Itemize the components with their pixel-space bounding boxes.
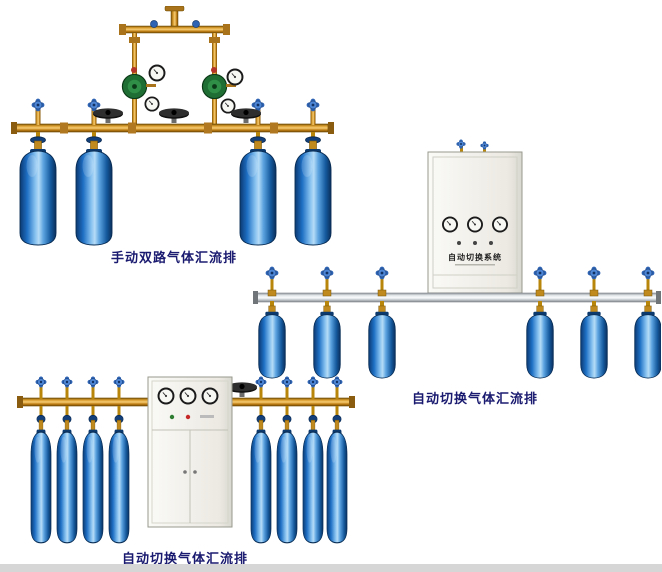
blue-valve-cap	[331, 376, 343, 388]
handwheel-valve	[93, 108, 123, 123]
header-pipe-assembly	[119, 6, 230, 77]
cylinder-group	[258, 301, 661, 379]
gas-cylinder	[634, 305, 661, 379]
illustration-manual-dual-manifold	[11, 6, 334, 246]
manifold-pipe	[11, 122, 334, 134]
gas-cylinder	[526, 305, 554, 379]
blue-valve-cap	[281, 376, 293, 388]
gas-cylinder	[108, 414, 130, 544]
bottom-border	[0, 564, 662, 572]
caption-auto-switch-manifold-b: 自动切换气体汇流排	[121, 552, 248, 567]
gas-cylinder	[56, 414, 78, 544]
pipe-valves	[31, 98, 320, 125]
indicator-light	[185, 414, 191, 420]
gas-cylinder	[75, 136, 113, 246]
blue-valve-cap	[61, 376, 73, 388]
cabinet-label-line	[200, 415, 214, 418]
gas-cylinder	[580, 305, 608, 379]
cylinder-connections	[39, 406, 339, 415]
blue-valve-cap	[320, 266, 334, 280]
indicator-light	[473, 241, 477, 245]
blue-valve-cap	[306, 98, 320, 112]
gas-cylinder	[30, 414, 52, 544]
blue-valve-cap	[265, 266, 279, 280]
illustration-auto-switch-manifold-b	[17, 376, 355, 544]
pressure-gauge	[467, 216, 483, 233]
blue-valve-cap	[307, 376, 319, 388]
blue-valve-cap	[533, 266, 547, 280]
gas-cylinder	[326, 414, 348, 544]
caption-auto-switch-manifold-a: 自动切换气体汇流排	[411, 392, 538, 407]
mini-valve-handle	[150, 20, 158, 28]
blue-valve-cap	[641, 266, 655, 280]
pressure-gauge	[144, 96, 160, 112]
blue-valve-cap	[375, 266, 389, 280]
door-handle	[193, 470, 197, 474]
pipe-valves	[265, 266, 655, 297]
blue-valve-cap	[456, 139, 466, 149]
manifold-pipe	[253, 291, 661, 304]
blue-valve-cap	[113, 376, 125, 388]
blue-valve-cap	[35, 376, 47, 388]
gas-cylinder	[250, 414, 272, 544]
pressure-gauge	[201, 387, 219, 405]
gas-cylinder	[19, 136, 57, 246]
indicator-light	[489, 241, 493, 245]
blue-valve-cap	[255, 376, 267, 388]
control-cabinet	[147, 376, 233, 528]
gas-cylinder	[368, 305, 396, 379]
cabinet-top-fittings	[456, 139, 489, 153]
illustration-auto-switch-manifold-a: 自动切换系统	[253, 139, 661, 379]
pressure-regulator-right	[201, 67, 244, 126]
indicator-light	[457, 241, 461, 245]
pressure-gauge	[442, 216, 458, 233]
blue-valve-cap	[480, 141, 489, 150]
gas-cylinder	[276, 414, 298, 544]
pipe-valves	[35, 376, 343, 399]
indicator-light	[169, 414, 175, 420]
gas-cylinder	[258, 305, 286, 379]
handwheel-valve	[159, 108, 189, 123]
mini-valve-handle	[192, 20, 200, 28]
pressure-gauge	[148, 64, 166, 82]
cabinet-panel-label: 自动切换系统	[448, 252, 502, 262]
door-handle	[183, 470, 187, 474]
blue-valve-cap	[31, 98, 45, 112]
pressure-gauge	[220, 98, 236, 114]
pressure-gauge	[226, 68, 244, 86]
regulator-knob	[211, 67, 217, 73]
control-cabinet: 自动切换系统	[427, 151, 523, 294]
caption-manual-dual-manifold: 手动双路气体汇流排	[110, 251, 237, 266]
regulator-knob	[131, 67, 137, 73]
pressure-gauge	[157, 387, 175, 405]
gas-cylinder	[313, 305, 341, 379]
gas-cylinder	[82, 414, 104, 544]
pressure-gauge	[492, 216, 508, 233]
gas-cylinder	[302, 414, 324, 544]
pressure-regulator-left	[121, 64, 166, 126]
blue-valve-cap	[87, 376, 99, 388]
pressure-gauge	[179, 387, 197, 405]
cabinet-panel-subtext-line	[455, 264, 495, 266]
blue-valve-cap	[587, 266, 601, 280]
